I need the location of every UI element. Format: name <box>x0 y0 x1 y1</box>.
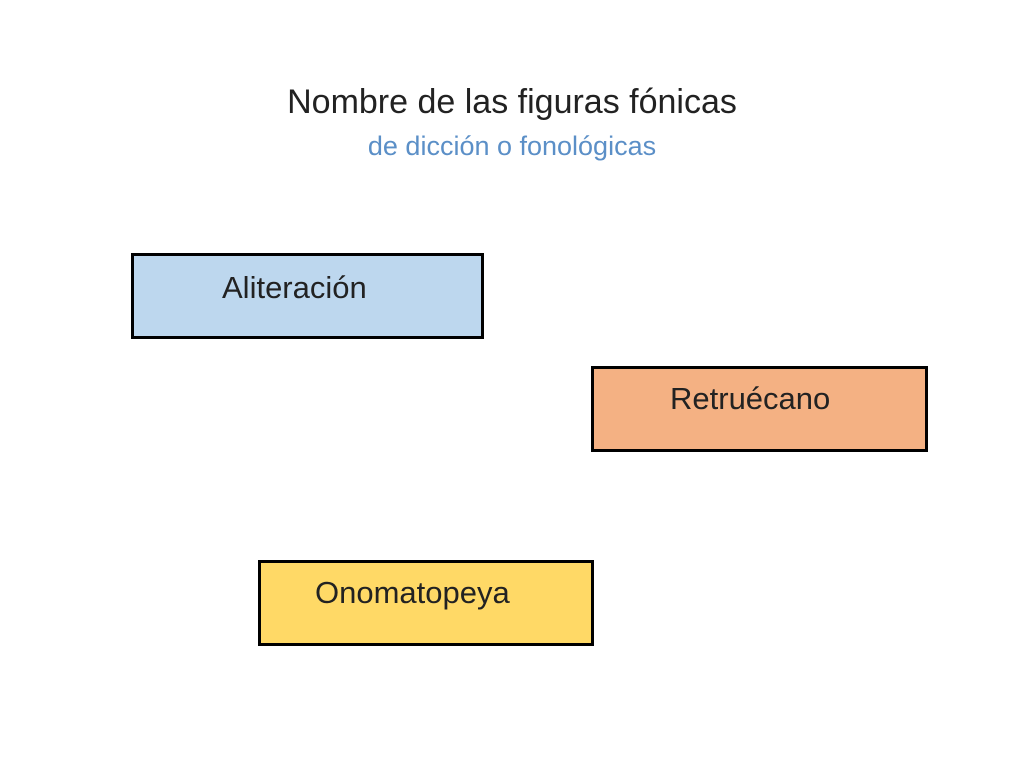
box-onomatopeya: Onomatopeya <box>258 560 594 646</box>
box-retruecano: Retruécano <box>591 366 928 452</box>
box-aliteracion: Aliteración <box>131 253 484 339</box>
box-onomatopeya-label: Onomatopeya <box>315 575 510 610</box>
slide-title: Nombre de las figuras fónicas <box>287 83 737 121</box>
box-aliteracion-label: Aliteración <box>222 270 367 305</box>
slide-subtitle: de dicción o fonológicas <box>367 131 657 161</box>
box-retruecano-label: Retruécano <box>670 381 831 416</box>
